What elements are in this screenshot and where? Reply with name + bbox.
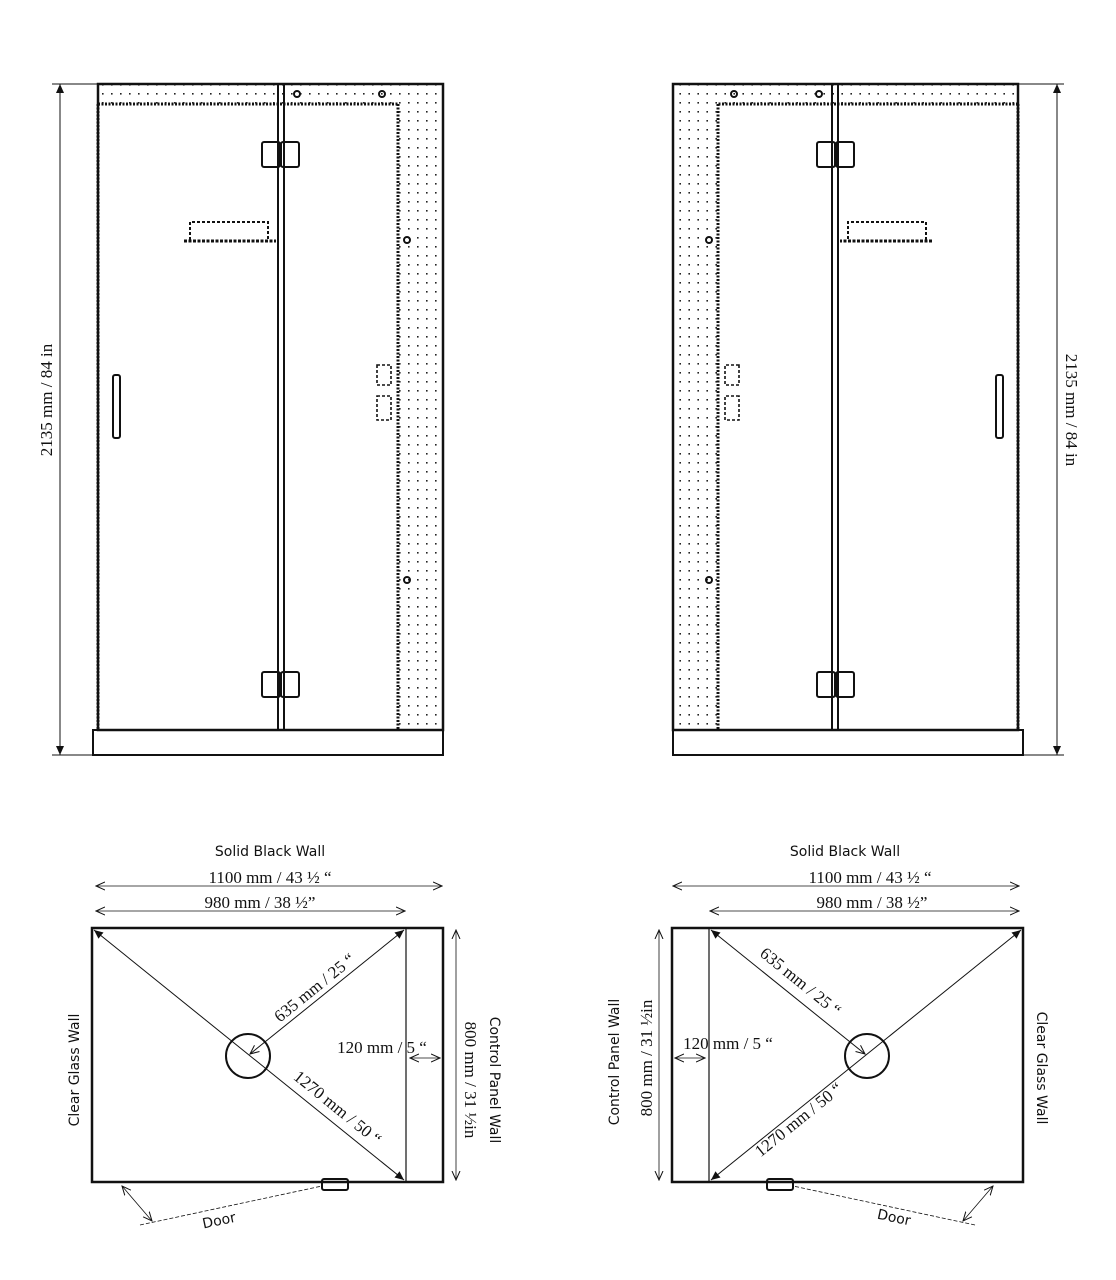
depth-label: 800 mm / 31 ½in [637, 999, 656, 1116]
height-label: 2135 mm / 84 in [37, 343, 56, 456]
short-diagonal-label: 635 mm / 25 “ [756, 943, 844, 1020]
solid-black-wall-label: Solid Black Wall [215, 844, 325, 860]
door-label: Door [201, 1210, 237, 1233]
panel-depth-label: 120 mm / 5 “ [683, 1034, 773, 1053]
height-label: 2135 mm / 84 in [1062, 354, 1081, 467]
control-panel-wall-label: Control Panel Wall [486, 1017, 502, 1144]
short-diagonal-label: 635 mm / 25 “ [270, 949, 358, 1026]
front-elevation-left: 2135 mm / 84 in [37, 82, 445, 757]
door-label: Door [876, 1207, 912, 1230]
front-elevation-right: 2135 mm / 84 in [671, 82, 1081, 757]
long-diagonal-label: 1270 mm / 50 “ [751, 1079, 846, 1161]
floor-plan-left: Solid Black Wall 1100 mm / 43 ½ “ 980 mm… [67, 844, 502, 1232]
inner-width-label: 980 mm / 38 ½” [817, 893, 928, 912]
solid-black-wall-label: Solid Black Wall [790, 844, 900, 860]
clear-glass-wall-label: Clear Glass Wall [1033, 1012, 1049, 1125]
floor-plan-right: Solid Black Wall 1100 mm / 43 ½ “ 980 mm… [607, 844, 1049, 1229]
long-diagonal-label: 1270 mm / 50 “ [290, 1067, 385, 1149]
depth-label: 800 mm / 31 ½in [461, 1022, 480, 1139]
control-panel-wall-label: Control Panel Wall [607, 999, 623, 1126]
clear-glass-wall-label: Clear Glass Wall [67, 1014, 83, 1127]
outer-width-label: 1100 mm / 43 ½ “ [808, 868, 931, 887]
panel-depth-label: 120 mm / 5 “ [337, 1038, 427, 1057]
outer-width-label: 1100 mm / 43 ½ “ [208, 868, 331, 887]
inner-width-label: 980 mm / 38 ½” [205, 893, 316, 912]
